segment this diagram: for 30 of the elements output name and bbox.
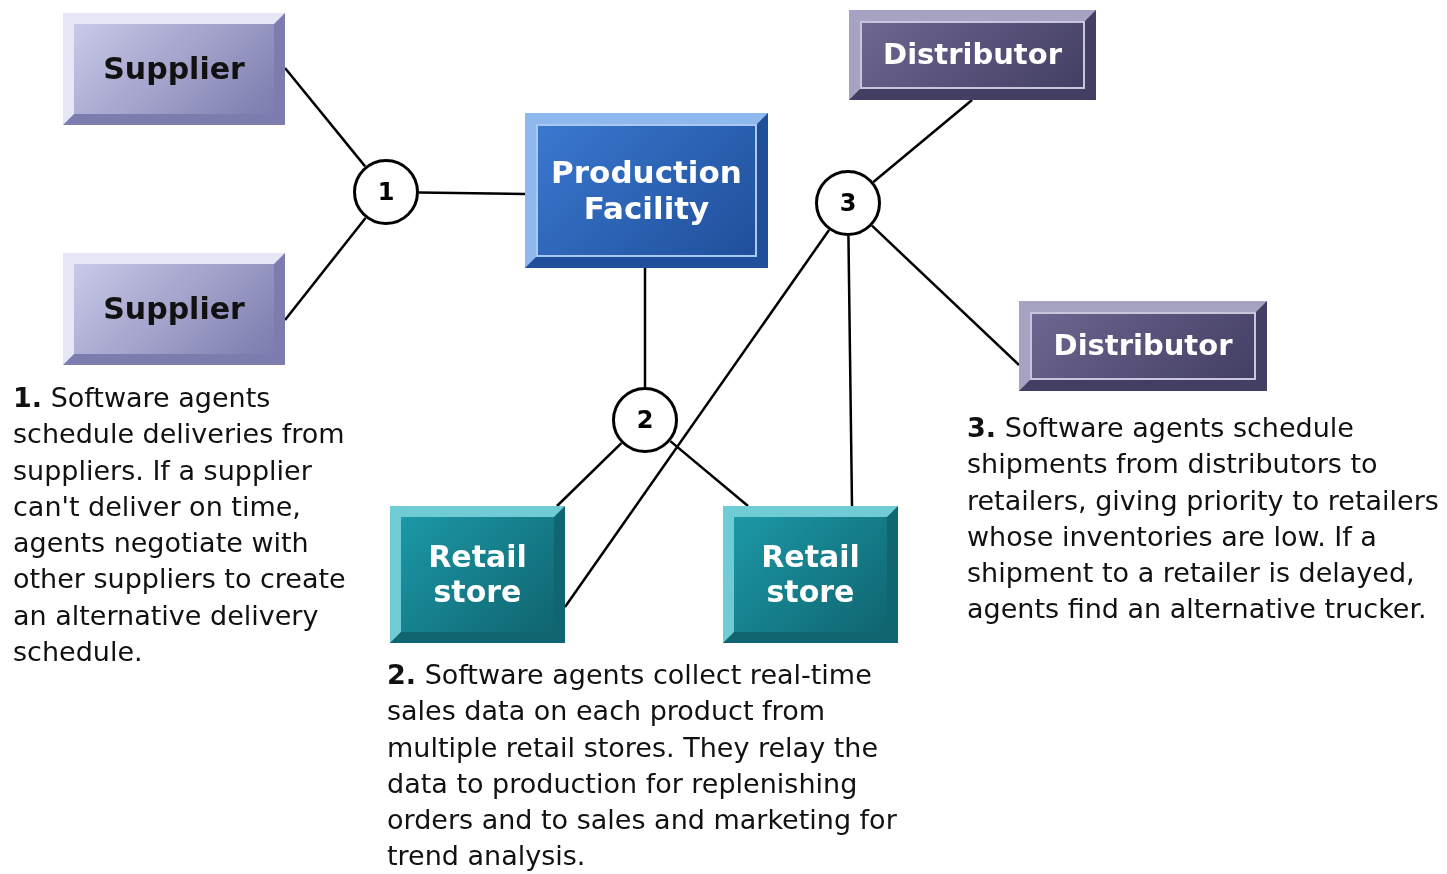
- step-number-circle: 2: [612, 387, 678, 453]
- beveled-box: [390, 506, 565, 643]
- connector-line: [284, 217, 367, 321]
- connector-line: [419, 191, 525, 196]
- beveled-box: [63, 253, 285, 365]
- description-paragraph: 2. Software agents collect real-time sales data on each product from multiple retail stores. They relay the data to production for replenishing orders and to sales and marketing for trend analysis.: [387, 658, 898, 874]
- connector-line: [871, 224, 1020, 366]
- box-label: Retail store: [427, 540, 528, 609]
- connector-line: [669, 440, 749, 507]
- beveled-box: [1019, 301, 1267, 391]
- connector-line: [556, 442, 623, 507]
- description-paragraph: 1. Software agents schedule deliveries from suppliers. If a supplier can't deliver on time, agents negotiate with other suppliers to create an alternative delivery schedule.: [13, 381, 347, 670]
- box-label: Retail store: [760, 540, 861, 609]
- connector-line: [563, 229, 831, 608]
- connector-line: [872, 99, 973, 183]
- box-label: Production Facility: [550, 154, 743, 227]
- beveled-box: [525, 113, 768, 268]
- connector-line: [847, 236, 854, 506]
- box-label: Supplier: [103, 51, 245, 87]
- step-number-circle: 3: [815, 170, 881, 236]
- box-label: Supplier: [103, 291, 245, 327]
- beveled-box: [63, 13, 285, 125]
- step-number-circle: 1: [353, 159, 419, 225]
- description-paragraph: 3. Software agents schedule shipments from distributors to retailers, giving priority to retailers whose inventories are low. If a shipment to a retailer is delayed, agents find an alternative trucker.: [967, 411, 1440, 627]
- box-label: Distributor: [883, 38, 1062, 72]
- beveled-box: [849, 10, 1096, 100]
- beveled-box: [723, 506, 898, 643]
- connector-line: [284, 67, 367, 168]
- connector-line: [643, 268, 647, 387]
- box-label: Distributor: [1053, 329, 1233, 363]
